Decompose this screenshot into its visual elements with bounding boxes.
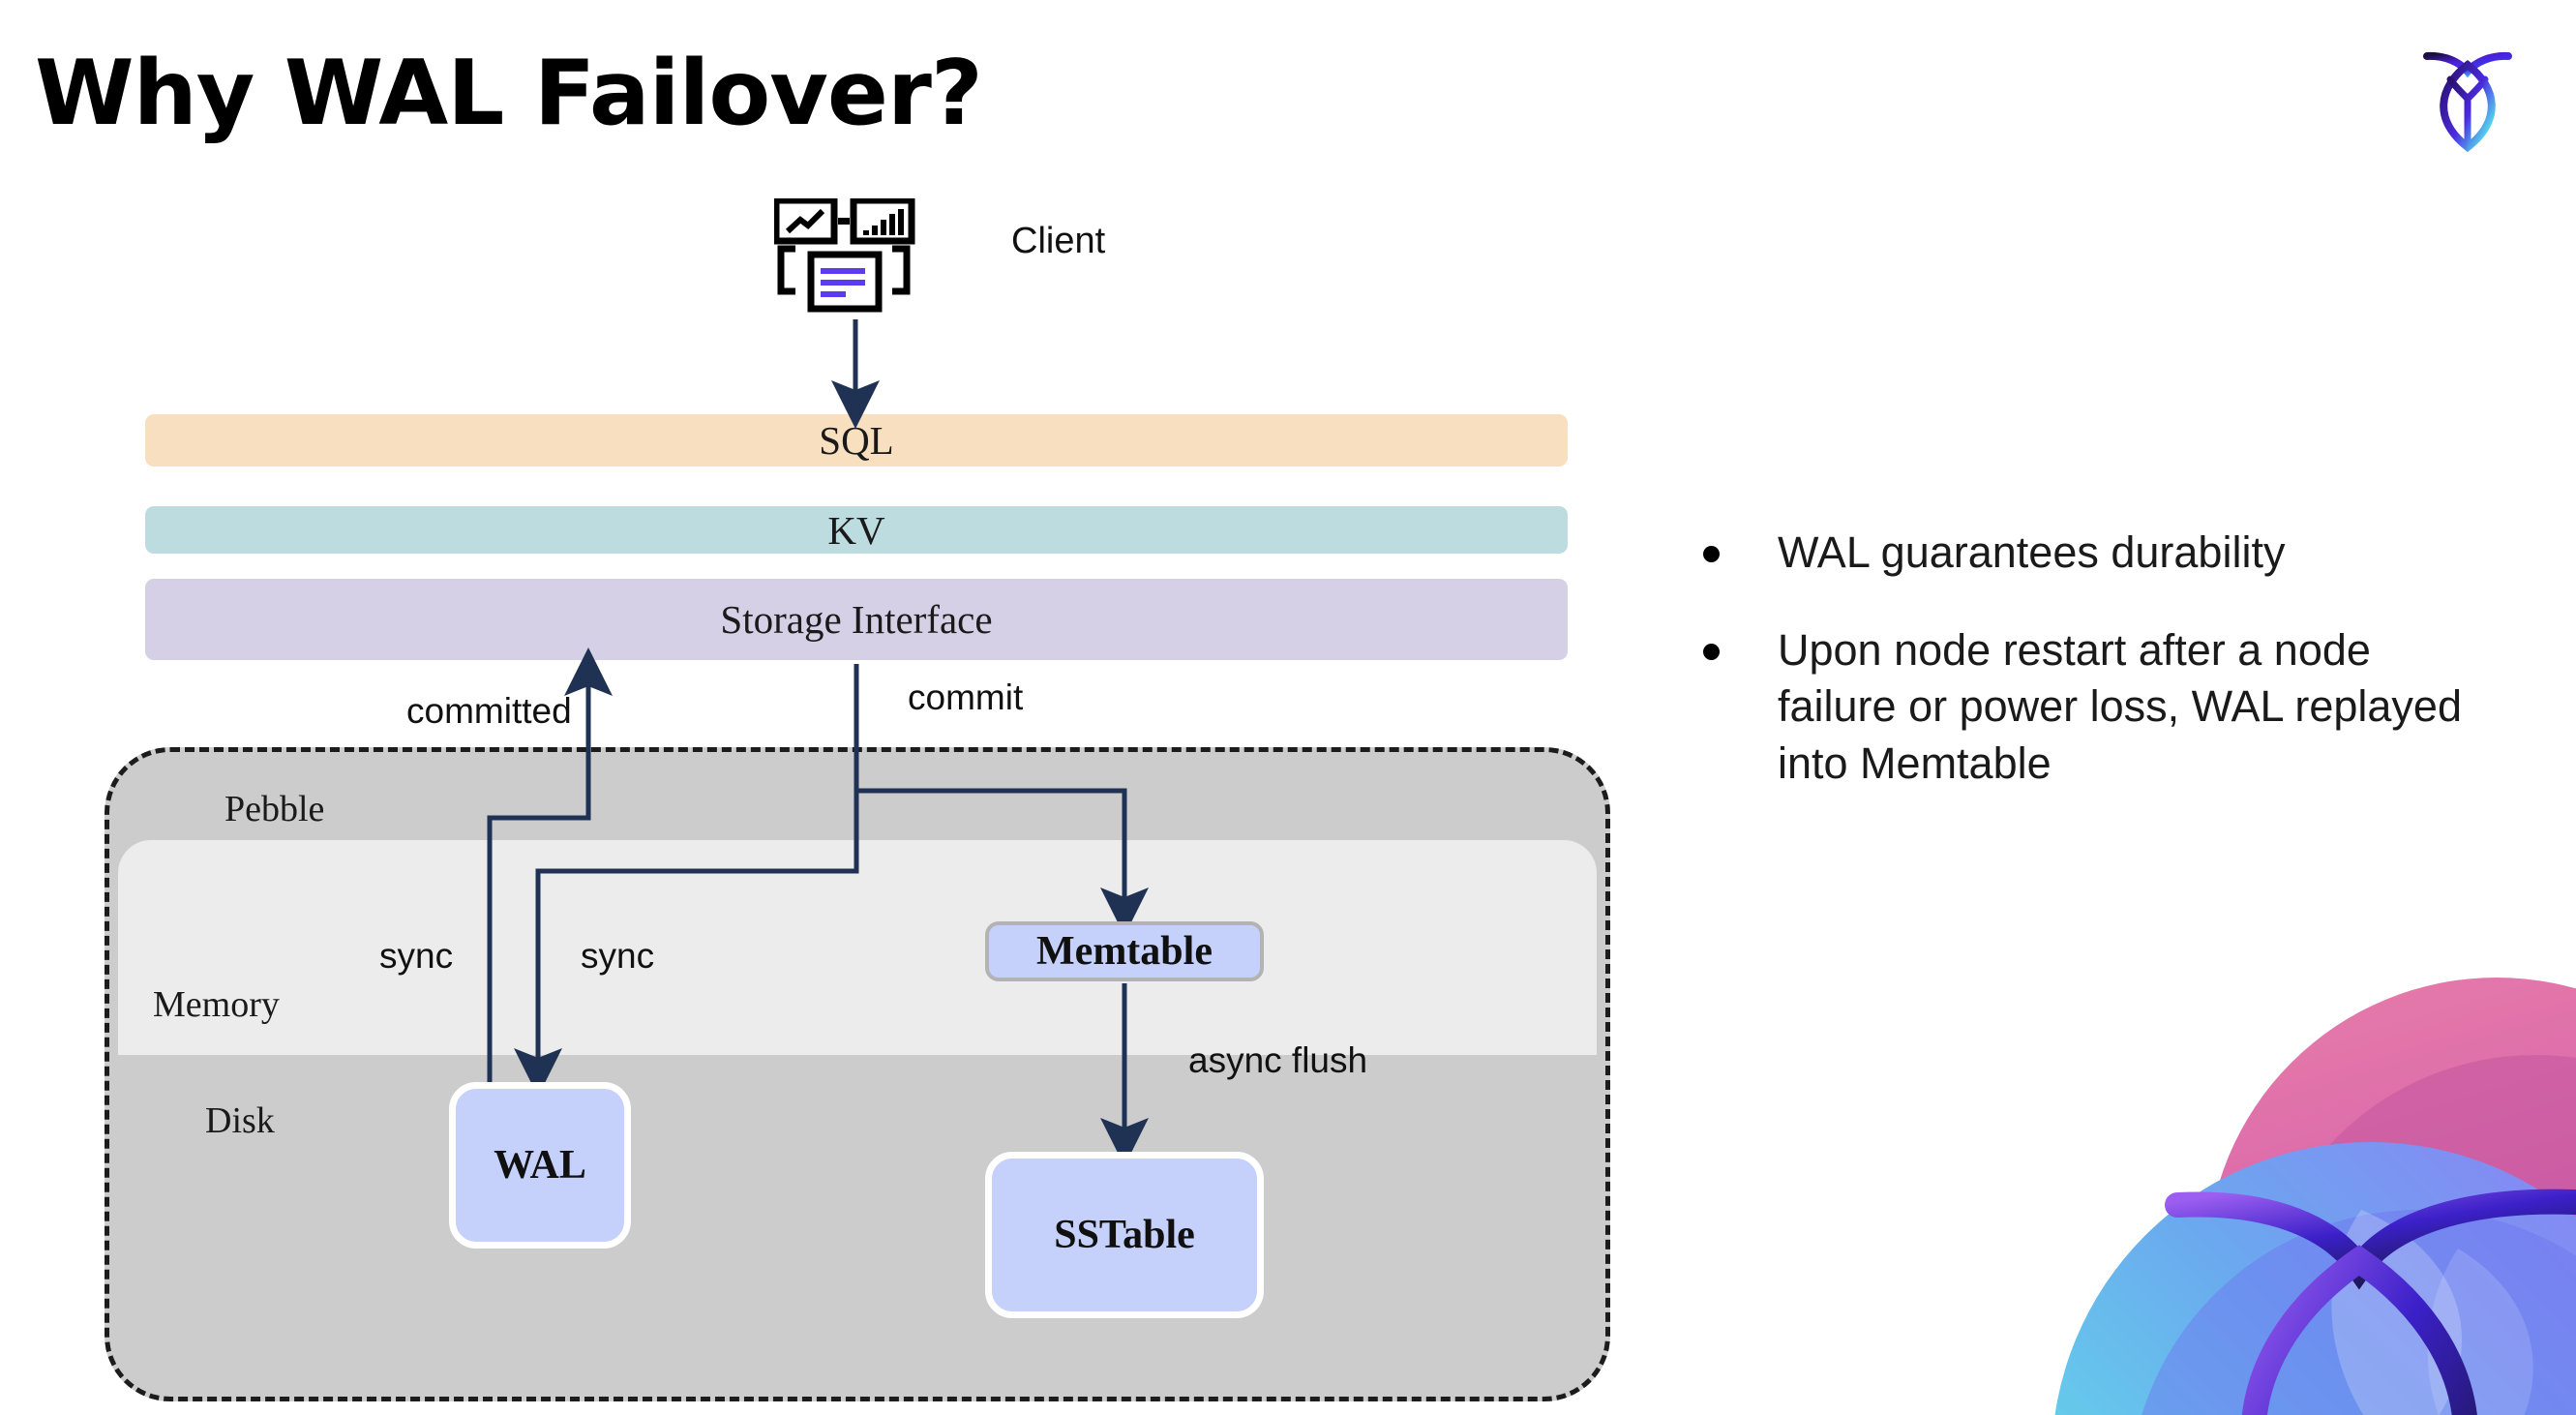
pebble-label: Pebble <box>225 789 325 829</box>
stack-layer-storage-label: Storage Interface <box>720 597 993 642</box>
node-sstable-label: SSTable <box>1054 1213 1195 1257</box>
node-wal-label: WAL <box>494 1143 586 1188</box>
page-title: Why WAL Failover? <box>35 41 983 145</box>
node-wal: WAL <box>449 1082 631 1249</box>
cockroachdb-logo <box>2410 37 2526 172</box>
list-item: WAL guarantees durability <box>1703 525 2487 582</box>
bullet-dot-icon <box>1703 546 1720 562</box>
node-sstable: SSTable <box>985 1152 1264 1318</box>
bullet-dot-icon <box>1703 643 1720 660</box>
bullet-text: Upon node restart after a node failure o… <box>1778 624 2462 788</box>
flow-label-sync-left: sync <box>379 936 454 976</box>
disk-label: Disk <box>205 1100 275 1141</box>
list-item: Upon node restart after a node failure o… <box>1703 622 2487 793</box>
flow-label-sync-right: sync <box>581 936 655 976</box>
memory-region <box>118 840 1597 1055</box>
stack-layer-kv-label: KV <box>827 507 885 553</box>
bullet-text: WAL guarantees durability <box>1778 527 2286 577</box>
stack-layer-storage-interface: Storage Interface <box>145 579 1568 660</box>
decorative-logo-artwork <box>1955 919 2576 1415</box>
stack-layer-kv: KV <box>145 506 1568 554</box>
flow-label-commit: commit <box>908 677 1024 717</box>
memory-label: Memory <box>153 984 280 1025</box>
stack-layer-sql: SQL <box>145 414 1568 467</box>
node-memtable-label: Memtable <box>1036 929 1213 974</box>
client-label: Client <box>1011 221 1106 261</box>
bullet-list: WAL guarantees durability Upon node rest… <box>1703 525 2487 832</box>
node-memtable: Memtable <box>985 921 1264 981</box>
stack-layer-sql-label: SQL <box>819 418 894 463</box>
client-dashboard-icon <box>772 196 924 324</box>
flow-label-async-flush: async flush <box>1188 1040 1368 1080</box>
flow-label-committed: committed <box>406 691 572 731</box>
